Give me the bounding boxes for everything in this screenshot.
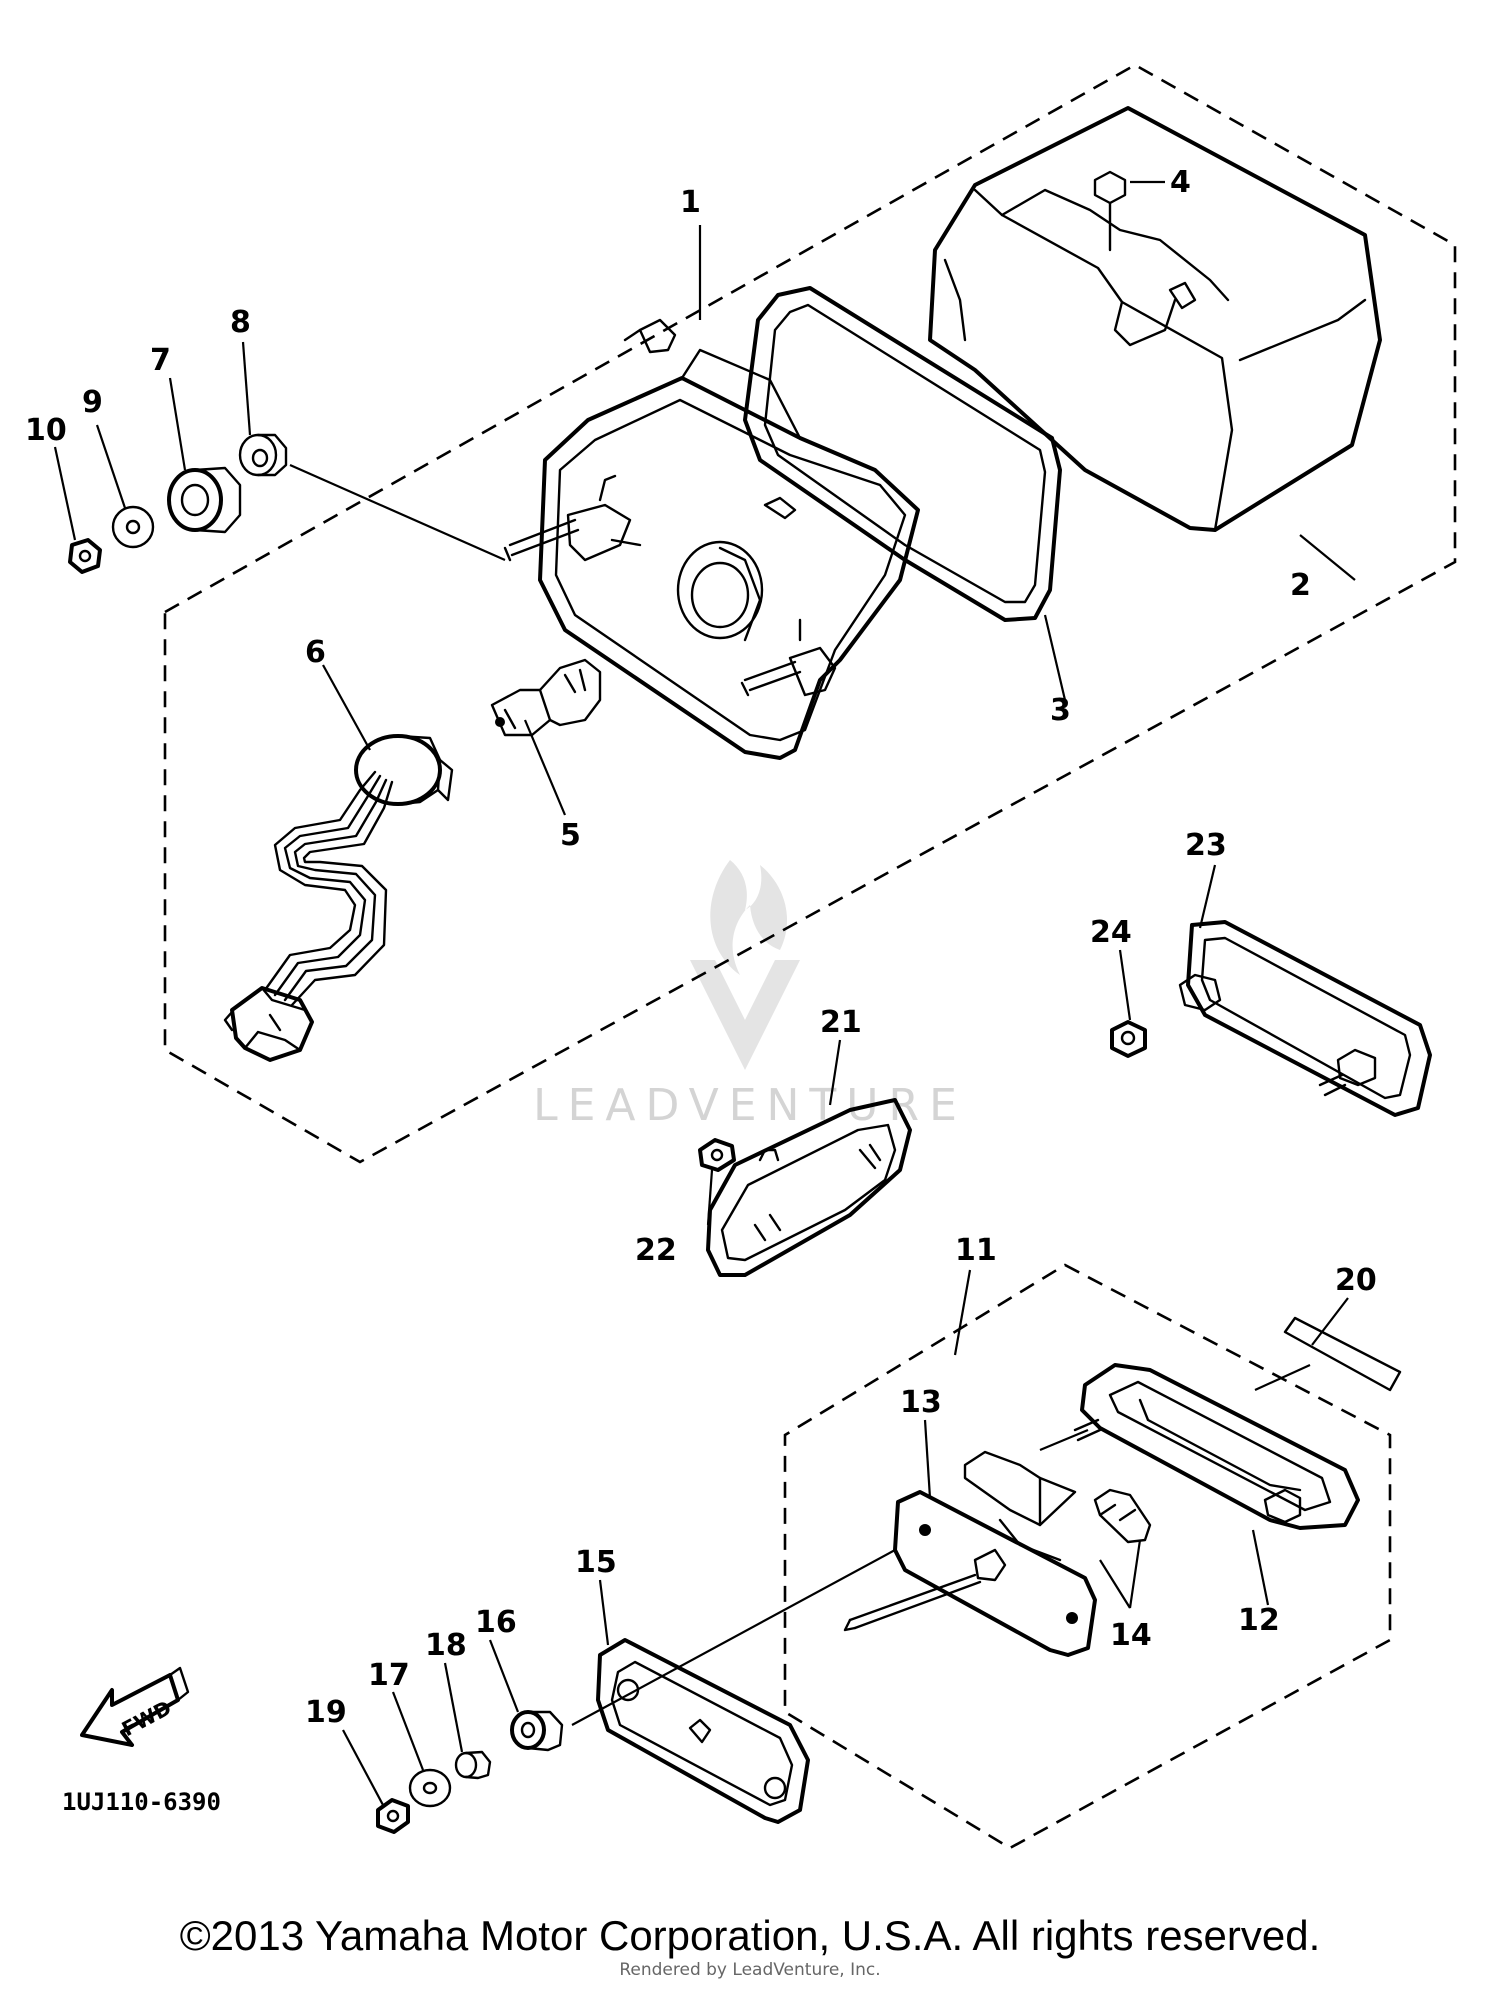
label-part-6: 6 [305, 635, 326, 670]
part-19-nut [376, 1798, 410, 1834]
label-part-13: 13 [900, 1385, 942, 1420]
label-part-9: 9 [82, 385, 103, 420]
figure-code: 1UJ110-6390 [62, 1788, 221, 1816]
label-part-4: 4 [1170, 165, 1191, 200]
leader-15 [598, 1579, 610, 1646]
leader-12 [1251, 1529, 1270, 1606]
part-12-license-light-housing [1073, 1363, 1360, 1530]
leader-5 [523, 719, 567, 816]
label-part-8: 8 [230, 305, 251, 340]
leader-23 [1198, 864, 1217, 929]
label-part-24: 24 [1090, 915, 1132, 950]
leader-13 [923, 1419, 932, 1499]
leader-9 [95, 424, 127, 509]
leader-11 [953, 1269, 972, 1356]
label-part-3: 3 [1050, 693, 1071, 728]
part-18-collar [454, 1750, 492, 1780]
leader-14 [1099, 1539, 1142, 1609]
leader-17 [391, 1691, 425, 1771]
leader-6 [322, 664, 371, 751]
part-24-nut [1110, 1020, 1147, 1058]
leader-19 [342, 1729, 384, 1806]
label-part-18: 18 [425, 1628, 467, 1663]
label-part-1: 1 [680, 185, 701, 220]
label-part-15: 15 [575, 1545, 617, 1580]
part-13-bracket [843, 1450, 1097, 1657]
fwd-arrow-icon: FWD [80, 1666, 190, 1747]
label-part-19: 19 [305, 1695, 347, 1730]
leader-24 [1118, 949, 1132, 1021]
label-part-20: 20 [1335, 1263, 1377, 1298]
part-5-bulb [490, 658, 602, 737]
label-part-17: 17 [368, 1658, 410, 1693]
leader-16 [488, 1639, 520, 1713]
leader-20 [1254, 1297, 1349, 1392]
watermark-logo-icon [690, 860, 800, 1070]
part-1-light-body [503, 318, 920, 760]
leader-8 [241, 341, 252, 436]
part-20-decal [1283, 1316, 1402, 1392]
part-2-lens [928, 106, 1382, 532]
fwd-label: FWD [118, 1695, 175, 1741]
axis-line-plate [1039, 1428, 1089, 1452]
label-part-7: 7 [150, 343, 171, 378]
label-part-12: 12 [1238, 1603, 1280, 1638]
taillight-assembly-outline [163, 63, 1457, 1164]
label-part-11: 11 [955, 1233, 997, 1268]
part-16-grommet [510, 1710, 564, 1752]
part-21-side-reflector [706, 1098, 912, 1277]
part-15-gasket [596, 1638, 810, 1824]
part-23-reflector [1178, 920, 1432, 1117]
part-17-washer [408, 1768, 452, 1808]
part-3-gasket [743, 286, 1062, 622]
part-9-washer [111, 505, 155, 549]
license-light-assembly-outline [783, 1263, 1392, 1850]
leader-18 [443, 1662, 464, 1753]
copyright-notice: ©2013 Yamaha Motor Corporation, U.S.A. A… [179, 1912, 1321, 1959]
label-part-5: 5 [560, 818, 581, 853]
label-part-10: 10 [25, 413, 67, 448]
label-part-23: 23 [1185, 828, 1227, 863]
leader-21 [828, 1039, 842, 1106]
leader-22 [706, 1169, 714, 1226]
part-10-nut [68, 538, 102, 574]
leader-2 [1299, 534, 1356, 581]
part-4-nut [1093, 170, 1127, 252]
label-part-21: 21 [820, 1005, 862, 1040]
label-part-2: 2 [1290, 568, 1311, 603]
axis-line-lower [571, 1549, 896, 1726]
part-14-bulb [1093, 1488, 1152, 1544]
part-7-grommet [167, 466, 242, 534]
rendered-by-credit: Rendered by LeadVenture, Inc. [619, 1960, 881, 1980]
leader-3 [1043, 614, 1067, 701]
watermark-text: LEADVENTURE [533, 1080, 967, 1131]
leader-10 [53, 446, 77, 541]
part-22-nut [698, 1138, 736, 1172]
leader-7 [168, 377, 187, 471]
label-part-16: 16 [475, 1605, 517, 1640]
part-8-collar [238, 433, 288, 477]
axis-line-upper [289, 463, 506, 562]
part-6-socket-harness [223, 734, 454, 1062]
label-part-22: 22 [635, 1233, 677, 1268]
label-part-14: 14 [1110, 1618, 1152, 1653]
